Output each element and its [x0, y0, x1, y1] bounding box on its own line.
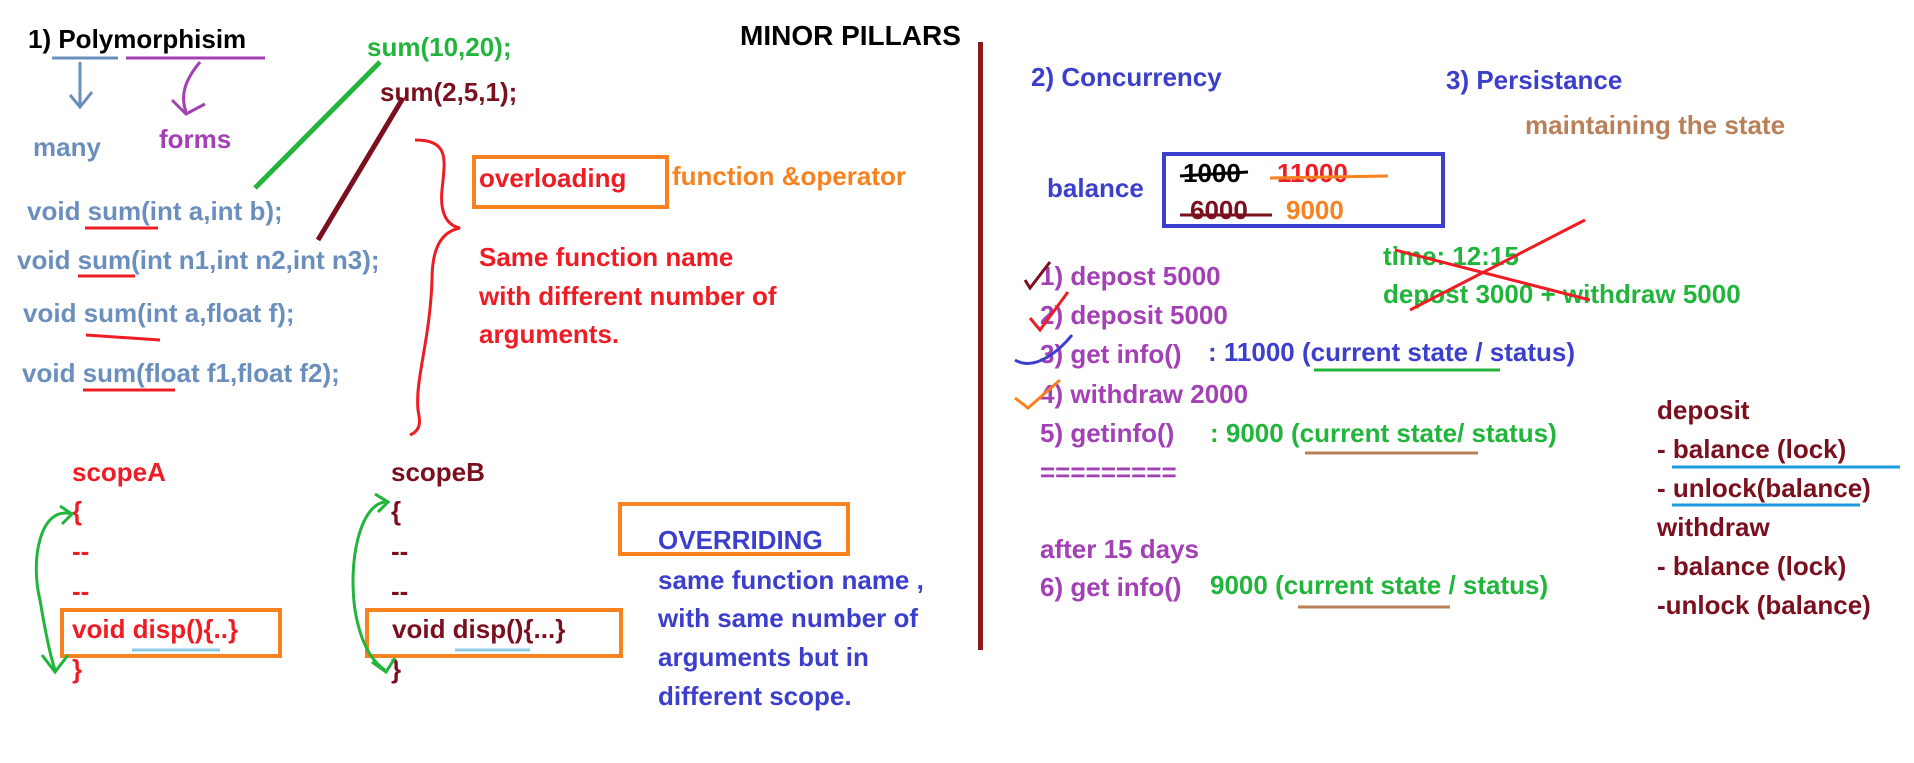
many-label: many [33, 132, 101, 162]
call-sum-three-args: sum(2,5,1); [380, 77, 518, 107]
link-call2 [315, 96, 406, 242]
overriding-title: OVERRIDING [658, 525, 823, 555]
scope-b-open: { [391, 496, 402, 526]
scope-a-dash-1: -- [72, 536, 90, 566]
withdraw-unlock: -unlock (balance) [1657, 590, 1871, 620]
scope-b-dash-2: -- [391, 576, 409, 606]
step-2: 2) deposit 5000 [1040, 300, 1228, 330]
balance-value-9000: 9000 [1286, 195, 1344, 225]
underline-sum-3 [85, 333, 161, 342]
function-operator-label: function &operator [672, 161, 906, 191]
disp-b: void disp(){...} [392, 614, 566, 644]
brace [409, 138, 461, 437]
scope-b-label: scopeB [391, 457, 485, 487]
step-5: 5) getinfo() [1040, 418, 1175, 448]
overriding-desc-3: arguments but in [658, 642, 869, 672]
overloading-label: overloading [479, 163, 627, 193]
scope-a-open: { [72, 496, 83, 526]
arrow-many [68, 62, 94, 110]
overriding-desc-2: with same number of [658, 603, 919, 633]
overloading-desc-3: arguments. [479, 319, 620, 349]
depost-withdraw-note: depost 3000 + withdraw 5000 [1383, 279, 1741, 309]
step-6: 6) get info() [1040, 572, 1182, 602]
after-15-days: after 15 days [1040, 534, 1199, 564]
deposit-unlock: - unlock(balance) [1657, 473, 1871, 503]
signature-2: void sum(int n1,int n2,int n3); [17, 245, 380, 275]
deposit-label: deposit [1657, 395, 1750, 425]
withdraw-lock: - balance (lock) [1657, 551, 1847, 581]
section-divider [978, 42, 983, 650]
scope-a-close: } [72, 654, 83, 684]
overriding-desc-1: same function name , [658, 565, 924, 595]
forms-label: forms [159, 124, 232, 154]
overloading-box [472, 155, 669, 209]
balance-value-11000: 11000 [1277, 158, 1348, 188]
page-title: MINOR PILLARS [740, 20, 961, 51]
overriding-box [618, 502, 850, 556]
balance-value-1000: 1000 [1183, 158, 1241, 188]
scope-b-close: } [391, 654, 402, 684]
disp-a: void disp(){..} [72, 614, 239, 644]
concurrency-heading: 2) Concurrency [1031, 62, 1222, 92]
overriding-desc-4: different scope. [658, 681, 852, 711]
time-note: time: 12:15 [1383, 241, 1519, 271]
step-4: 4) withdraw 2000 [1040, 379, 1249, 409]
persistance-desc: maintaining the state [1525, 110, 1786, 140]
signature-1: void sum(int a,int b); [27, 196, 283, 226]
balance-box [1162, 152, 1445, 228]
signature-4: void sum(float f1,float f2); [22, 358, 340, 388]
balance-label: balance [1047, 173, 1144, 203]
scope-a-dash-2: -- [72, 576, 90, 606]
persistance-heading: 3) Persistance [1446, 65, 1623, 95]
overloading-desc-1: Same function name [479, 242, 734, 272]
call-sum-two-args: sum(10,20); [367, 32, 512, 62]
scope-a-label: scopeA [72, 457, 166, 487]
withdraw-label: withdraw [1657, 512, 1770, 542]
separator: ========= [1040, 457, 1177, 487]
step-3: 3) get info() [1040, 339, 1182, 369]
signature-3: void sum(int a,float f); [23, 298, 295, 328]
arrow-forms [170, 61, 206, 116]
step-1: 1) depost 5000 [1040, 261, 1221, 291]
scope-b-dash-1: -- [391, 536, 409, 566]
polymorphism-heading: 1) Polymorphisim [28, 24, 247, 54]
deposit-lock: - balance (lock) [1657, 434, 1847, 464]
overloading-desc-2: with different number of [479, 281, 777, 311]
step-3-value: : 11000 (current state / status) [1208, 337, 1576, 367]
balance-value-6000: 6000 [1190, 195, 1248, 225]
step-6-value: 9000 (current state / status) [1210, 570, 1549, 600]
link-call1 [253, 60, 382, 190]
step-5-value: : 9000 (current state/ status) [1210, 418, 1557, 448]
